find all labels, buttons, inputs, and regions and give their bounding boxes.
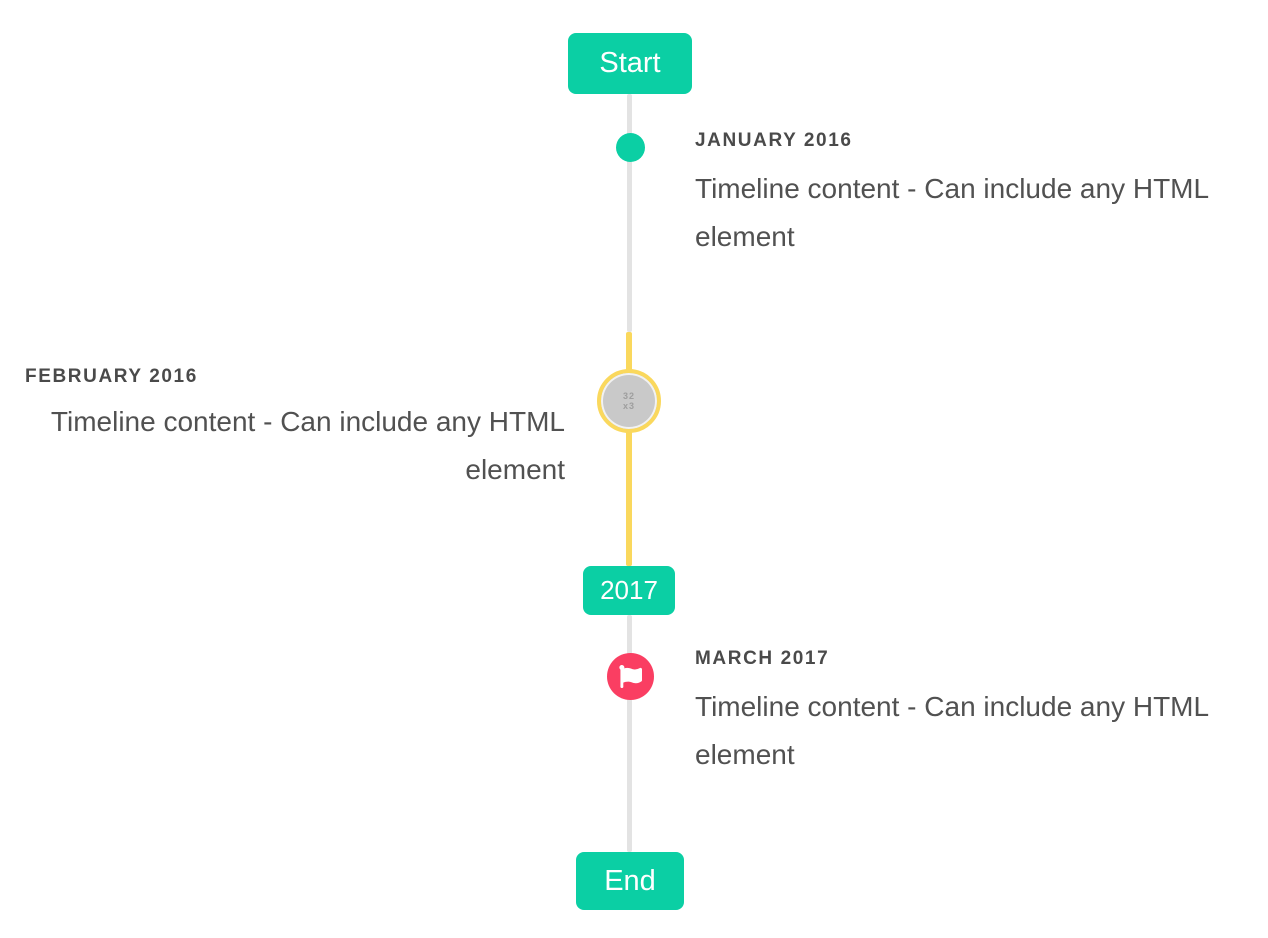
entry-date-february: FEBRUARY 2016	[25, 366, 198, 387]
entry-content-march: Timeline content - Can include any HTML …	[695, 691, 1209, 770]
timeline-dot-january	[616, 133, 645, 162]
timeline-line-segment-bottom	[627, 615, 632, 852]
timeline-circle-february: 32 x3	[597, 369, 661, 433]
entry-date-march: MARCH 2017	[695, 648, 830, 669]
timeline-line-segment-top	[627, 94, 632, 332]
end-badge: End	[576, 852, 684, 910]
flag-icon	[619, 665, 642, 688]
timeline-line-segment-highlighted	[626, 332, 632, 566]
year-2017-badge: 2017	[583, 566, 675, 615]
start-badge: Start	[568, 33, 692, 94]
entry-date-january: JANUARY 2016	[695, 130, 853, 151]
timeline-flag-marker-march	[607, 653, 654, 700]
entry-content-january: Timeline content - Can include any HTML …	[695, 173, 1209, 252]
broken-image-icon: 32 x3	[622, 391, 635, 411]
entry-content-february: Timeline content - Can include any HTML …	[50, 406, 565, 485]
